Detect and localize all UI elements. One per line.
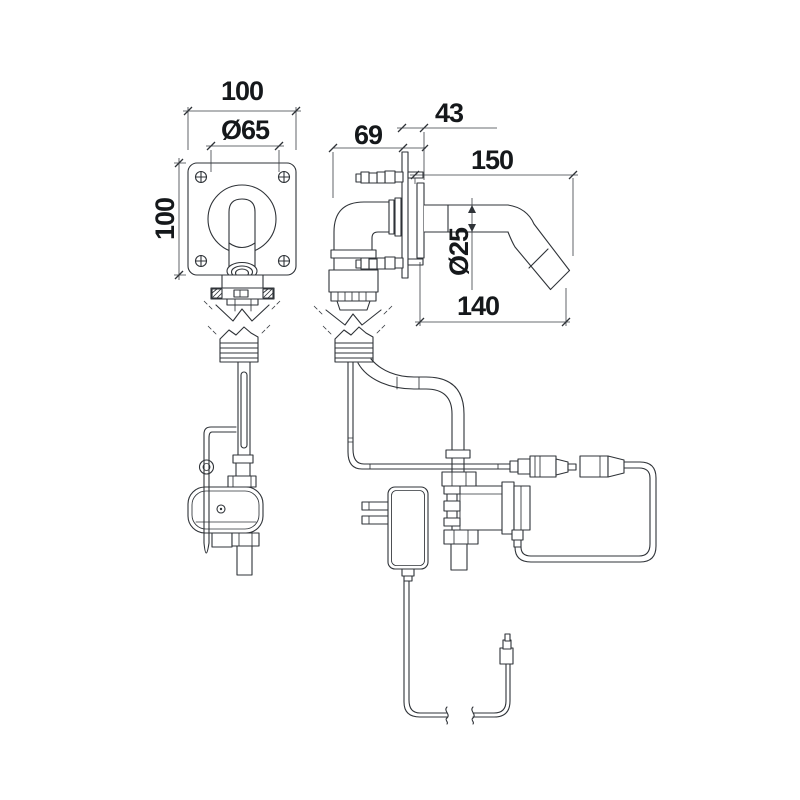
plug-prong bbox=[361, 501, 390, 511]
elbow-flange bbox=[330, 249, 377, 259]
dim-escutcheon-diameter: Ø65 bbox=[206, 115, 284, 172]
under-counter-right bbox=[321, 323, 657, 725]
dim-label-front-height: 100 bbox=[150, 198, 180, 240]
dim-label-projection: 140 bbox=[457, 291, 499, 321]
jack-connector-female bbox=[579, 455, 625, 478]
valve-flange bbox=[501, 481, 515, 535]
dim-offset-43: 43 bbox=[397, 98, 497, 180]
sensor-tube bbox=[198, 426, 237, 554]
dim-label-escutcheon: Ø65 bbox=[221, 115, 270, 145]
wall-mount-section-front bbox=[202, 274, 282, 322]
dim-arrow-down bbox=[468, 224, 476, 232]
side-view bbox=[312, 151, 571, 326]
grommet-ring bbox=[198, 459, 215, 475]
adapter-body bbox=[387, 486, 429, 570]
spout-outlet-face bbox=[549, 269, 571, 291]
plug-prong bbox=[361, 515, 390, 525]
dim-depth-69: 69 bbox=[328, 120, 429, 198]
hex-nut bbox=[231, 532, 260, 547]
box-outlet-fittings bbox=[211, 532, 260, 576]
dim-reach-150: 150 bbox=[410, 145, 578, 256]
break-zigzag bbox=[325, 309, 382, 326]
wall-plate-side bbox=[401, 151, 409, 279]
pipe-coupling bbox=[232, 454, 254, 464]
dc-plug bbox=[499, 633, 514, 665]
front-view bbox=[187, 162, 297, 322]
dim-spout-diameter: Ø25 bbox=[444, 198, 476, 290]
control-box bbox=[187, 486, 264, 534]
jack-connector-male bbox=[509, 455, 577, 478]
jack-pin bbox=[567, 463, 577, 471]
inlet-pipe bbox=[227, 361, 257, 488]
dim-front-width: 100 bbox=[183, 76, 301, 150]
inlet-stack bbox=[443, 485, 461, 527]
power-cable bbox=[403, 580, 511, 725]
valve-housing bbox=[328, 269, 379, 293]
valve-cable bbox=[514, 546, 532, 563]
dim-arrow-up bbox=[468, 205, 476, 213]
break-block bbox=[206, 323, 272, 363]
cable-break-squiggle bbox=[471, 706, 475, 725]
valve-end-cap bbox=[513, 485, 531, 531]
water-hose bbox=[357, 358, 471, 473]
dim-projection-140: 140 bbox=[415, 262, 571, 327]
hex-nut bbox=[443, 529, 479, 545]
solenoid-valve bbox=[441, 471, 532, 571]
hose-flange bbox=[445, 449, 471, 459]
tailpiece bbox=[450, 543, 468, 571]
dim-label-depth: 69 bbox=[354, 120, 383, 150]
dimensions: 100 Ø65 100 69 43 150 bbox=[150, 76, 578, 327]
escutcheon-side bbox=[416, 182, 425, 259]
tailpiece bbox=[236, 545, 253, 576]
spout-joint-line bbox=[528, 248, 549, 269]
spout-front bbox=[226, 198, 258, 281]
hex-nut bbox=[441, 471, 477, 487]
sensor-cable bbox=[347, 361, 511, 470]
dim-front-height: 100 bbox=[150, 158, 186, 280]
power-adapter bbox=[361, 486, 429, 582]
dim-label-offset: 43 bbox=[435, 98, 464, 128]
screw-icon bbox=[194, 170, 291, 268]
under-counter-left bbox=[187, 323, 272, 576]
barbed-nipple-bottom bbox=[355, 256, 424, 270]
spout-side bbox=[423, 204, 571, 293]
break-block bbox=[321, 323, 387, 363]
valve-body bbox=[451, 485, 505, 531]
valve-connector bbox=[511, 529, 524, 541]
dim-label-front-width: 100 bbox=[221, 76, 263, 106]
cable-loop bbox=[530, 461, 657, 563]
wall-hatch-blocks bbox=[211, 288, 274, 299]
cable-break-squiggle bbox=[445, 706, 449, 725]
dim-label-spout-diameter: Ø25 bbox=[444, 227, 474, 276]
dim-label-reach: 150 bbox=[471, 145, 513, 175]
break-zigzag bbox=[215, 304, 270, 322]
